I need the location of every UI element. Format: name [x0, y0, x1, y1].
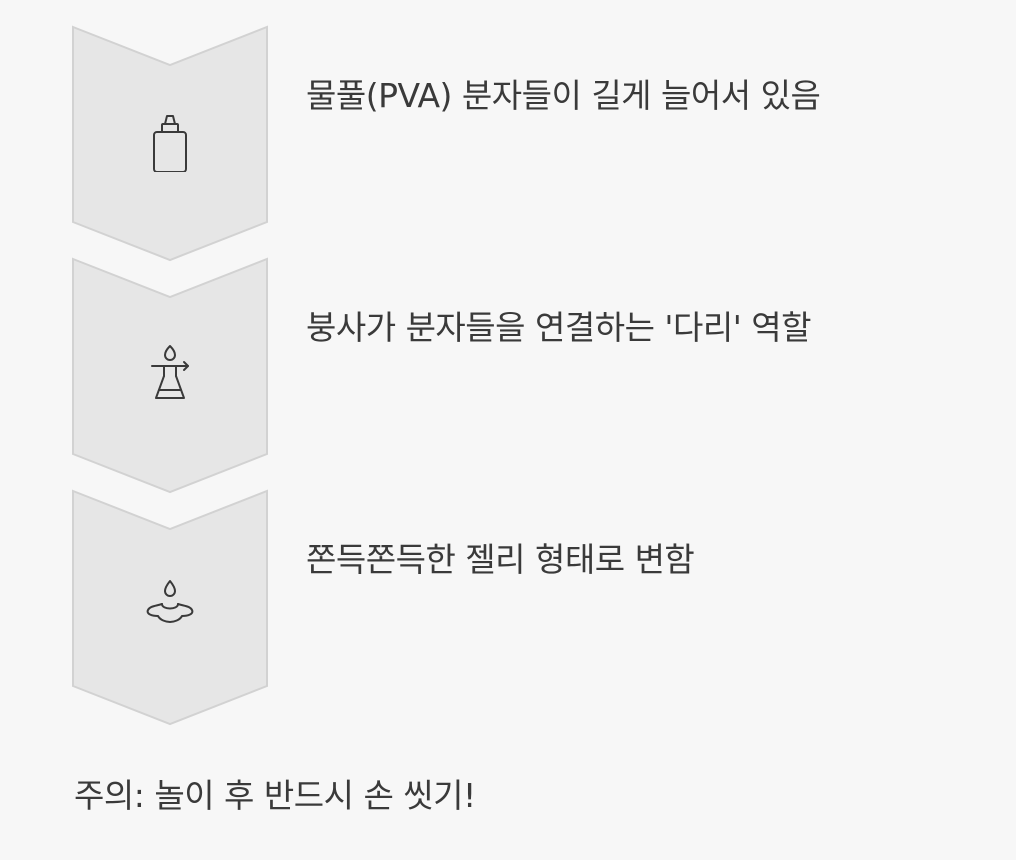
- glue-bottle-icon: [140, 112, 200, 172]
- step-3: [72, 489, 268, 726]
- step-1-text: 물풀(PVA) 분자들이 길게 늘어서 있음: [306, 76, 821, 115]
- flask-icon: [140, 342, 200, 402]
- step-3-text: 쫀득쫀득한 젤리 형태로 변함: [306, 540, 695, 579]
- step-1-chevron: [72, 25, 268, 262]
- slime-drop-icon: [140, 576, 200, 636]
- step-2-text: 붕사가 분자들을 연결하는 '다리' 역할: [306, 308, 812, 347]
- step-1: [72, 25, 268, 262]
- step-2-chevron: [72, 257, 268, 494]
- step-2: [72, 257, 268, 494]
- safety-note: 주의: 놀이 후 반드시 손 씻기!: [74, 776, 476, 815]
